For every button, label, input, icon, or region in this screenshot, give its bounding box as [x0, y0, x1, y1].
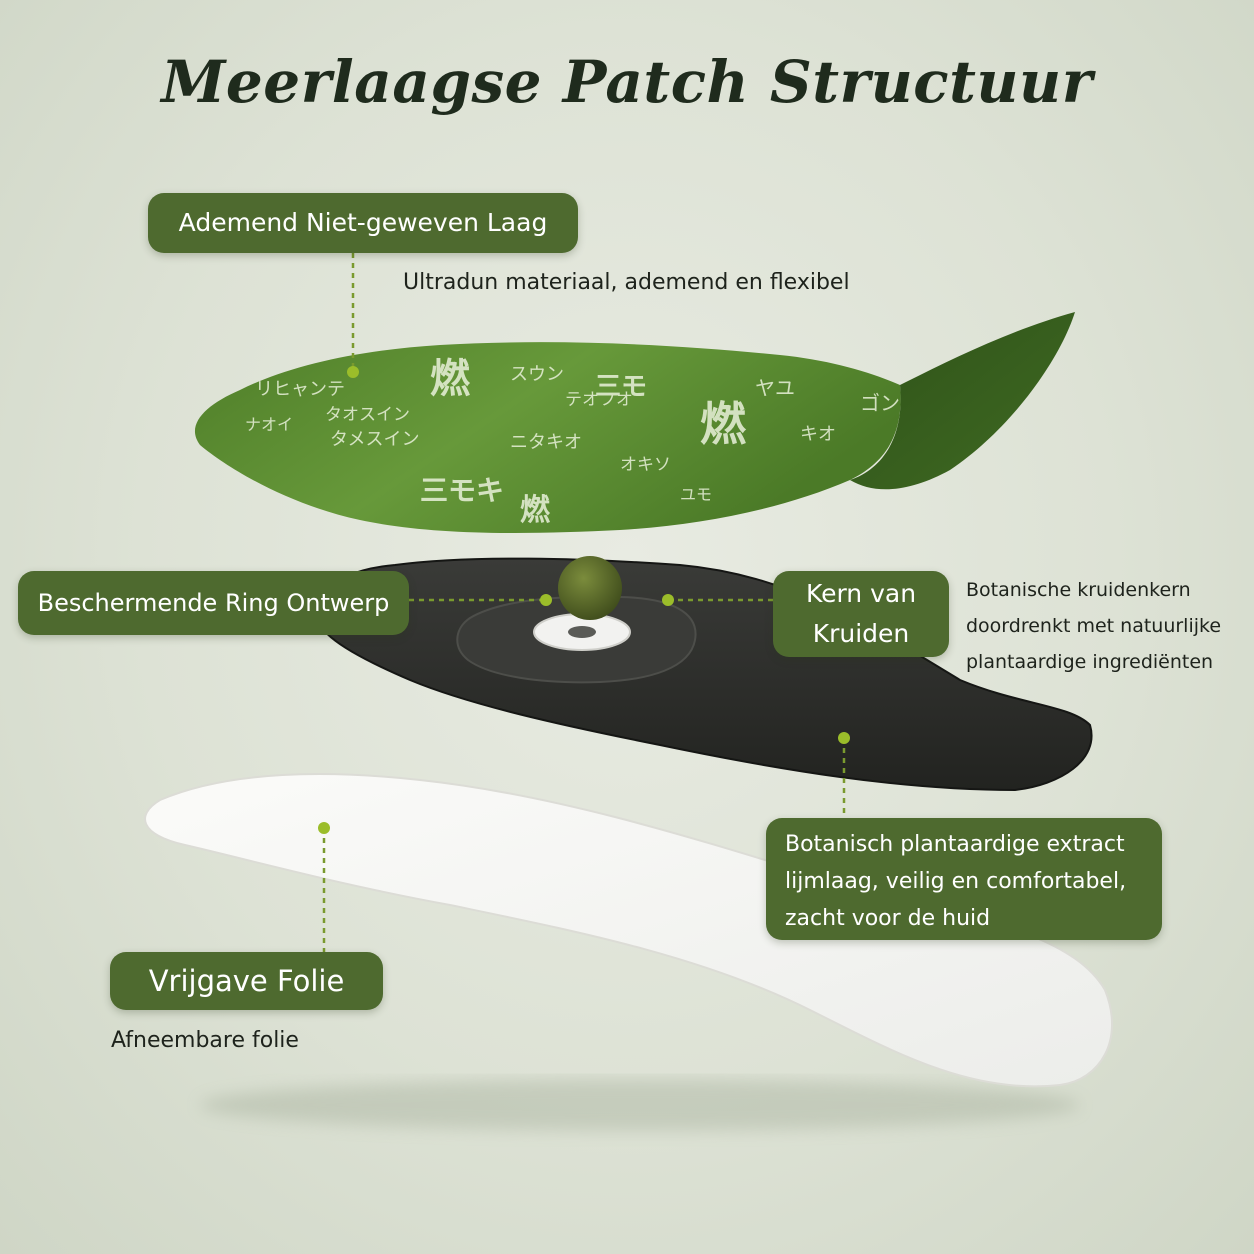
dot-top	[347, 366, 359, 378]
dot-foil	[318, 822, 330, 834]
desc-breathable-layer: Ultradun materiaal, ademend en flexibel	[403, 270, 850, 295]
svg-text:リヒャンテ: リヒャンテ	[255, 379, 345, 400]
svg-text:三モキ: 三モキ	[420, 474, 504, 507]
svg-text:ナオイ: ナオイ	[245, 415, 293, 434]
label-adhesive-line: Botanisch plantaardige extract	[785, 832, 1125, 857]
desc-herbal-core-line: doordrenkt met natuurlijke	[966, 615, 1222, 637]
svg-text:ニタキオ: ニタキオ	[510, 432, 582, 453]
label-adhesive-layer: Botanisch plantaardige extract lijmlaag,…	[766, 818, 1162, 940]
glyph-pattern: リヒャンテ タオスイン 燃 スウン テオフオ 三モ 燃 ヤユ タメスイン ニタキ…	[245, 356, 900, 528]
page-title: Meerlaagse Patch Structuur	[161, 48, 1093, 116]
desc-release-foil: Afneembare folie	[111, 1028, 299, 1053]
leader-dots	[318, 366, 850, 834]
floor-shadow	[200, 1079, 1080, 1131]
svg-text:スウン: スウン	[510, 364, 564, 385]
desc-herbal-core-line: Botanische kruidenkern	[966, 579, 1191, 601]
svg-text:ヤユ: ヤユ	[755, 376, 795, 400]
label-herbal-core-line: Kern van	[805, 579, 917, 608]
dot-ring	[540, 594, 552, 606]
label-adhesive-line: zacht voor de huid	[785, 906, 991, 931]
svg-text:燃: 燃	[700, 397, 747, 451]
svg-text:オキソ: オキソ	[620, 455, 671, 475]
label-breathable-layer: Ademend Niet-geweven Laag	[148, 193, 578, 253]
svg-text:キオ: キオ	[800, 424, 836, 445]
peeled-flap	[850, 312, 1075, 490]
label-release-foil: Vrijgave Folie	[110, 952, 383, 1010]
leader-lines	[322, 253, 846, 952]
svg-text:タオスイン: タオスイン	[325, 405, 410, 425]
label-protective-ring: Beschermende Ring Ontwerp	[18, 571, 409, 635]
svg-text:タメスイン: タメスイン	[330, 429, 419, 450]
dot-core	[662, 594, 674, 606]
release-foil-layer	[144, 773, 1114, 1088]
breathable-top-layer	[194, 342, 901, 533]
desc-herbal-core: Botanische kruidenkern doordrenkt met na…	[966, 572, 1221, 680]
svg-text:三モ: 三モ	[595, 372, 647, 402]
svg-text:ユモ: ユモ	[680, 485, 712, 504]
label-herbal-core: Kern van Kruiden	[773, 571, 949, 657]
svg-text:ゴン: ゴン	[860, 391, 900, 415]
herbal-core-ball	[558, 556, 622, 620]
dot-adhesive	[838, 732, 850, 744]
ring-hole	[568, 626, 596, 638]
svg-text:燃: 燃	[430, 356, 471, 402]
label-adhesive-line: lijmlaag, veilig en comfortabel,	[785, 869, 1127, 894]
desc-herbal-core-line: plantaardige ingrediënten	[966, 651, 1214, 673]
label-herbal-core-line: Kruiden	[812, 619, 910, 648]
svg-text:テオフオ: テオフオ	[565, 390, 633, 410]
svg-text:燃: 燃	[520, 493, 551, 528]
